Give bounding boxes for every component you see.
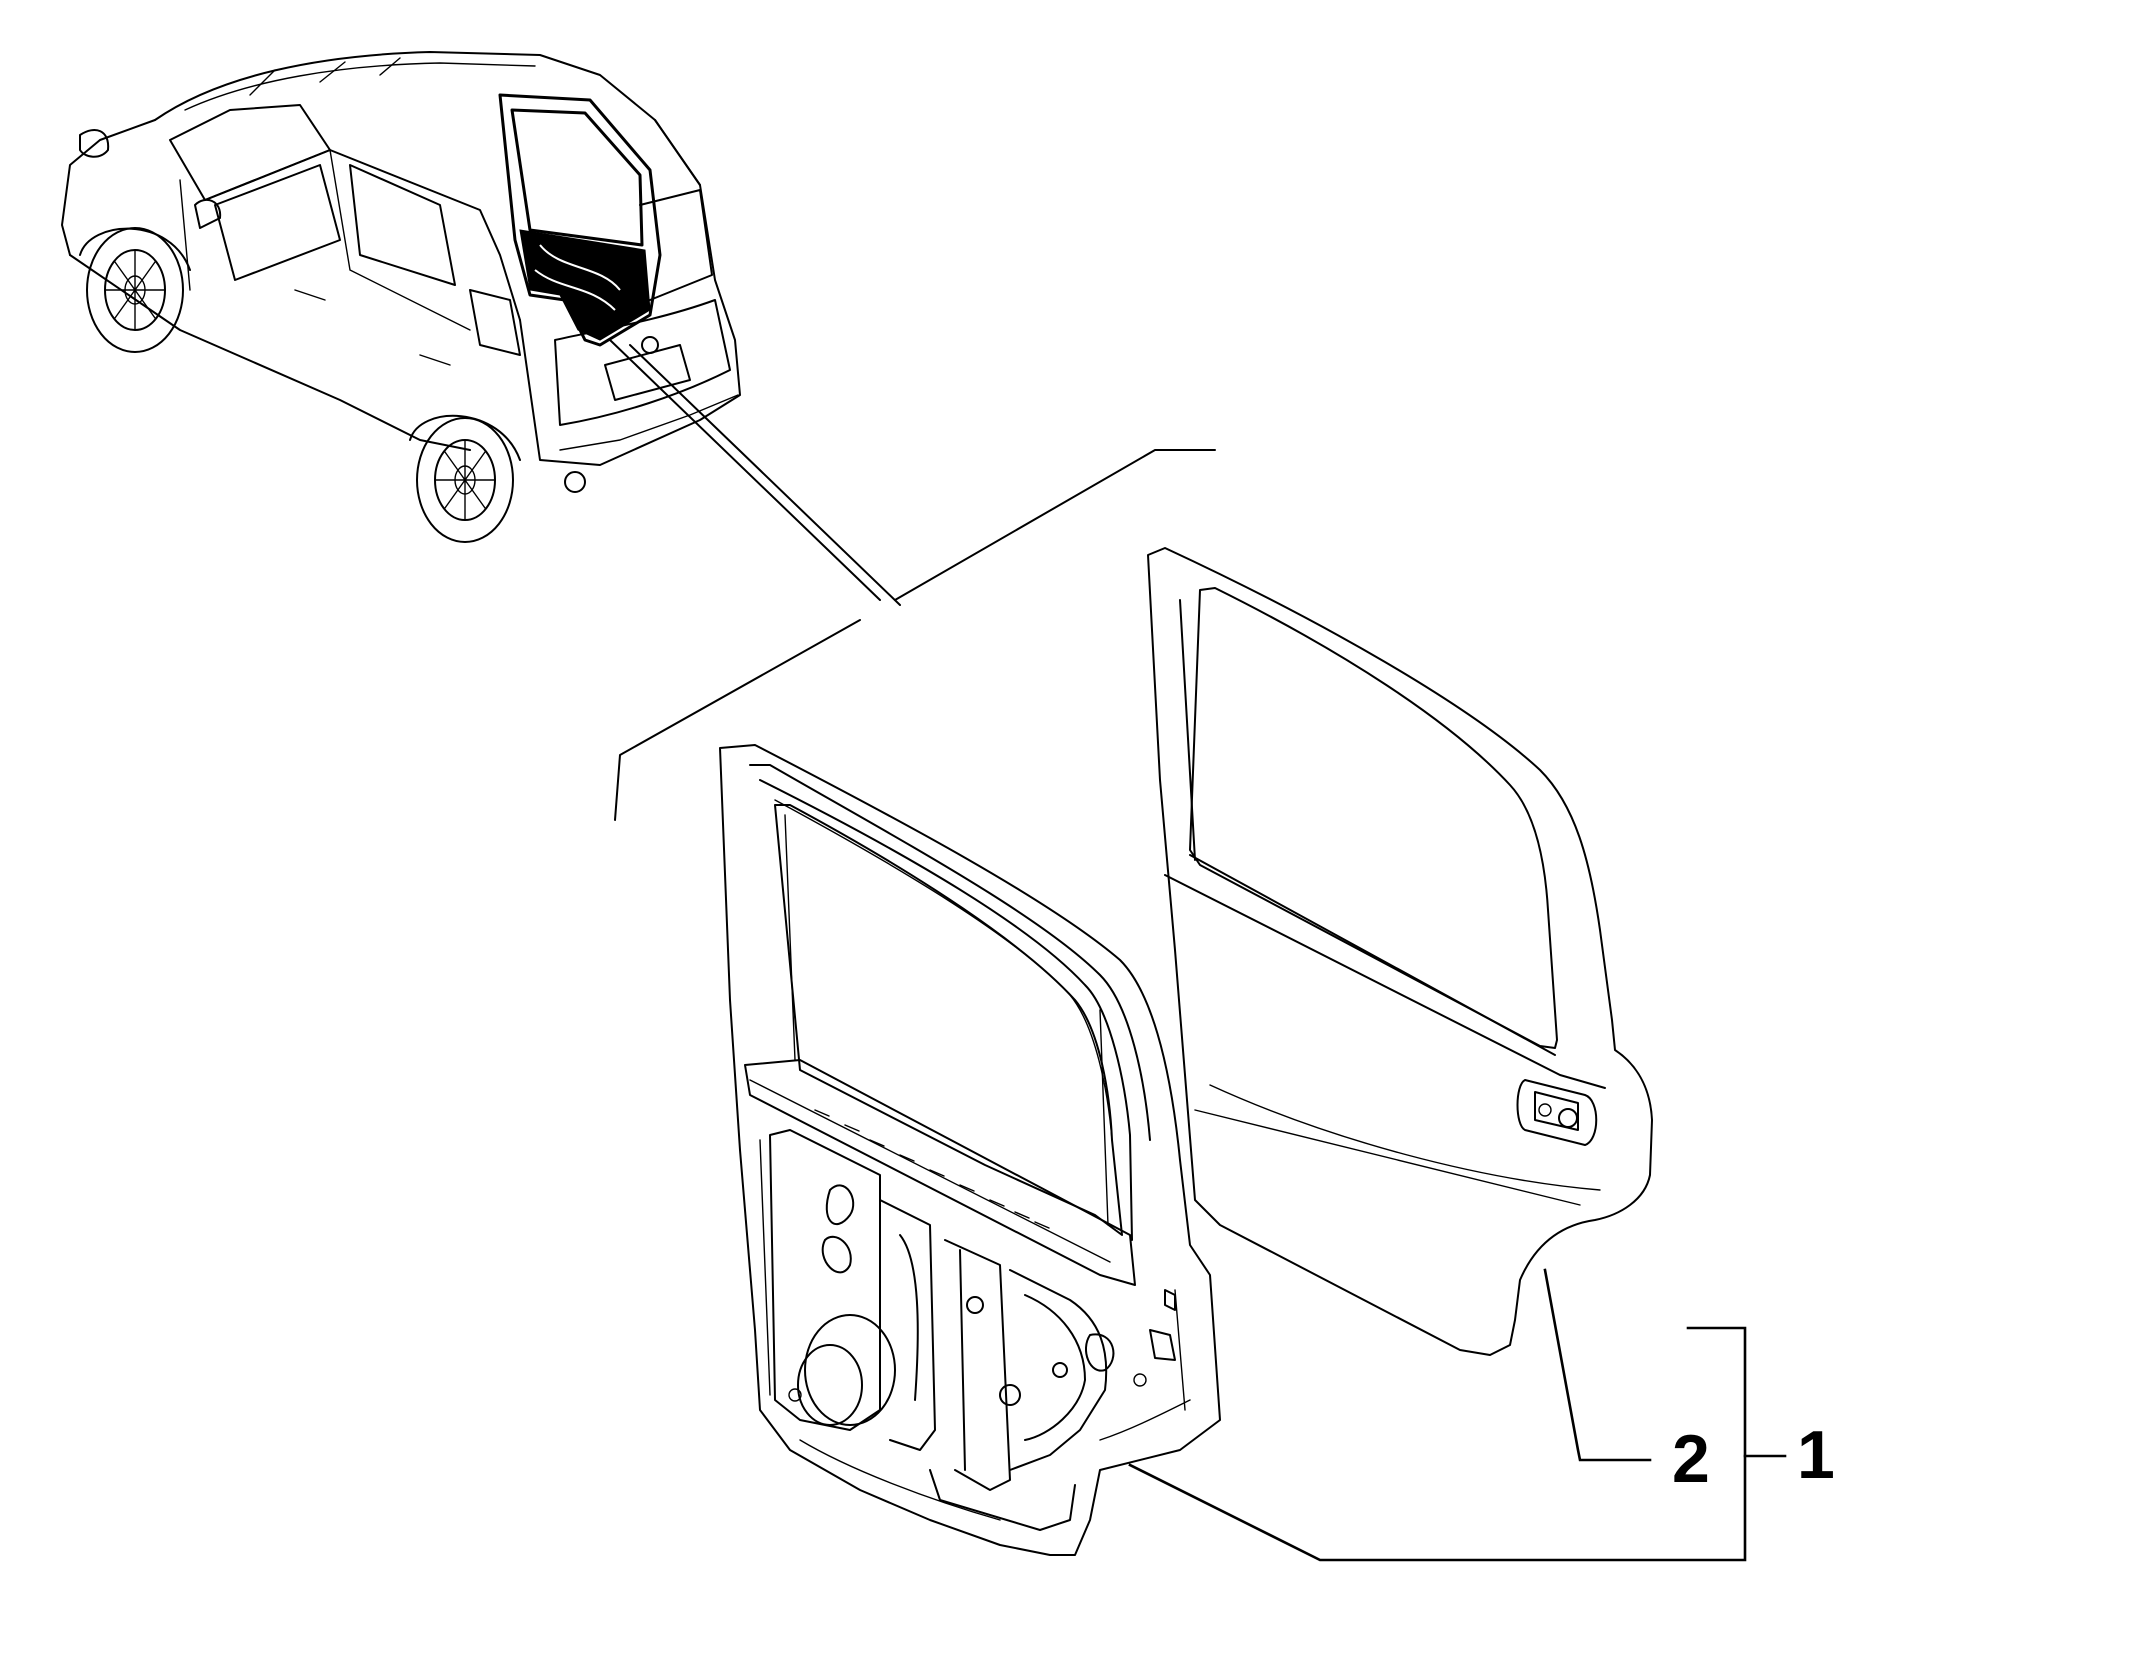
door-outer-panel: [1147, 547, 1653, 1356]
callout-leaders: [1128, 1268, 1787, 1562]
callout-label-2: 2: [1672, 1421, 1710, 1497]
vehicle-overview: [61, 51, 901, 606]
exploded-view-bracket: [614, 449, 1216, 821]
callout-label-1: 1: [1797, 1417, 1835, 1493]
door-inner-panel: [719, 744, 1221, 1556]
